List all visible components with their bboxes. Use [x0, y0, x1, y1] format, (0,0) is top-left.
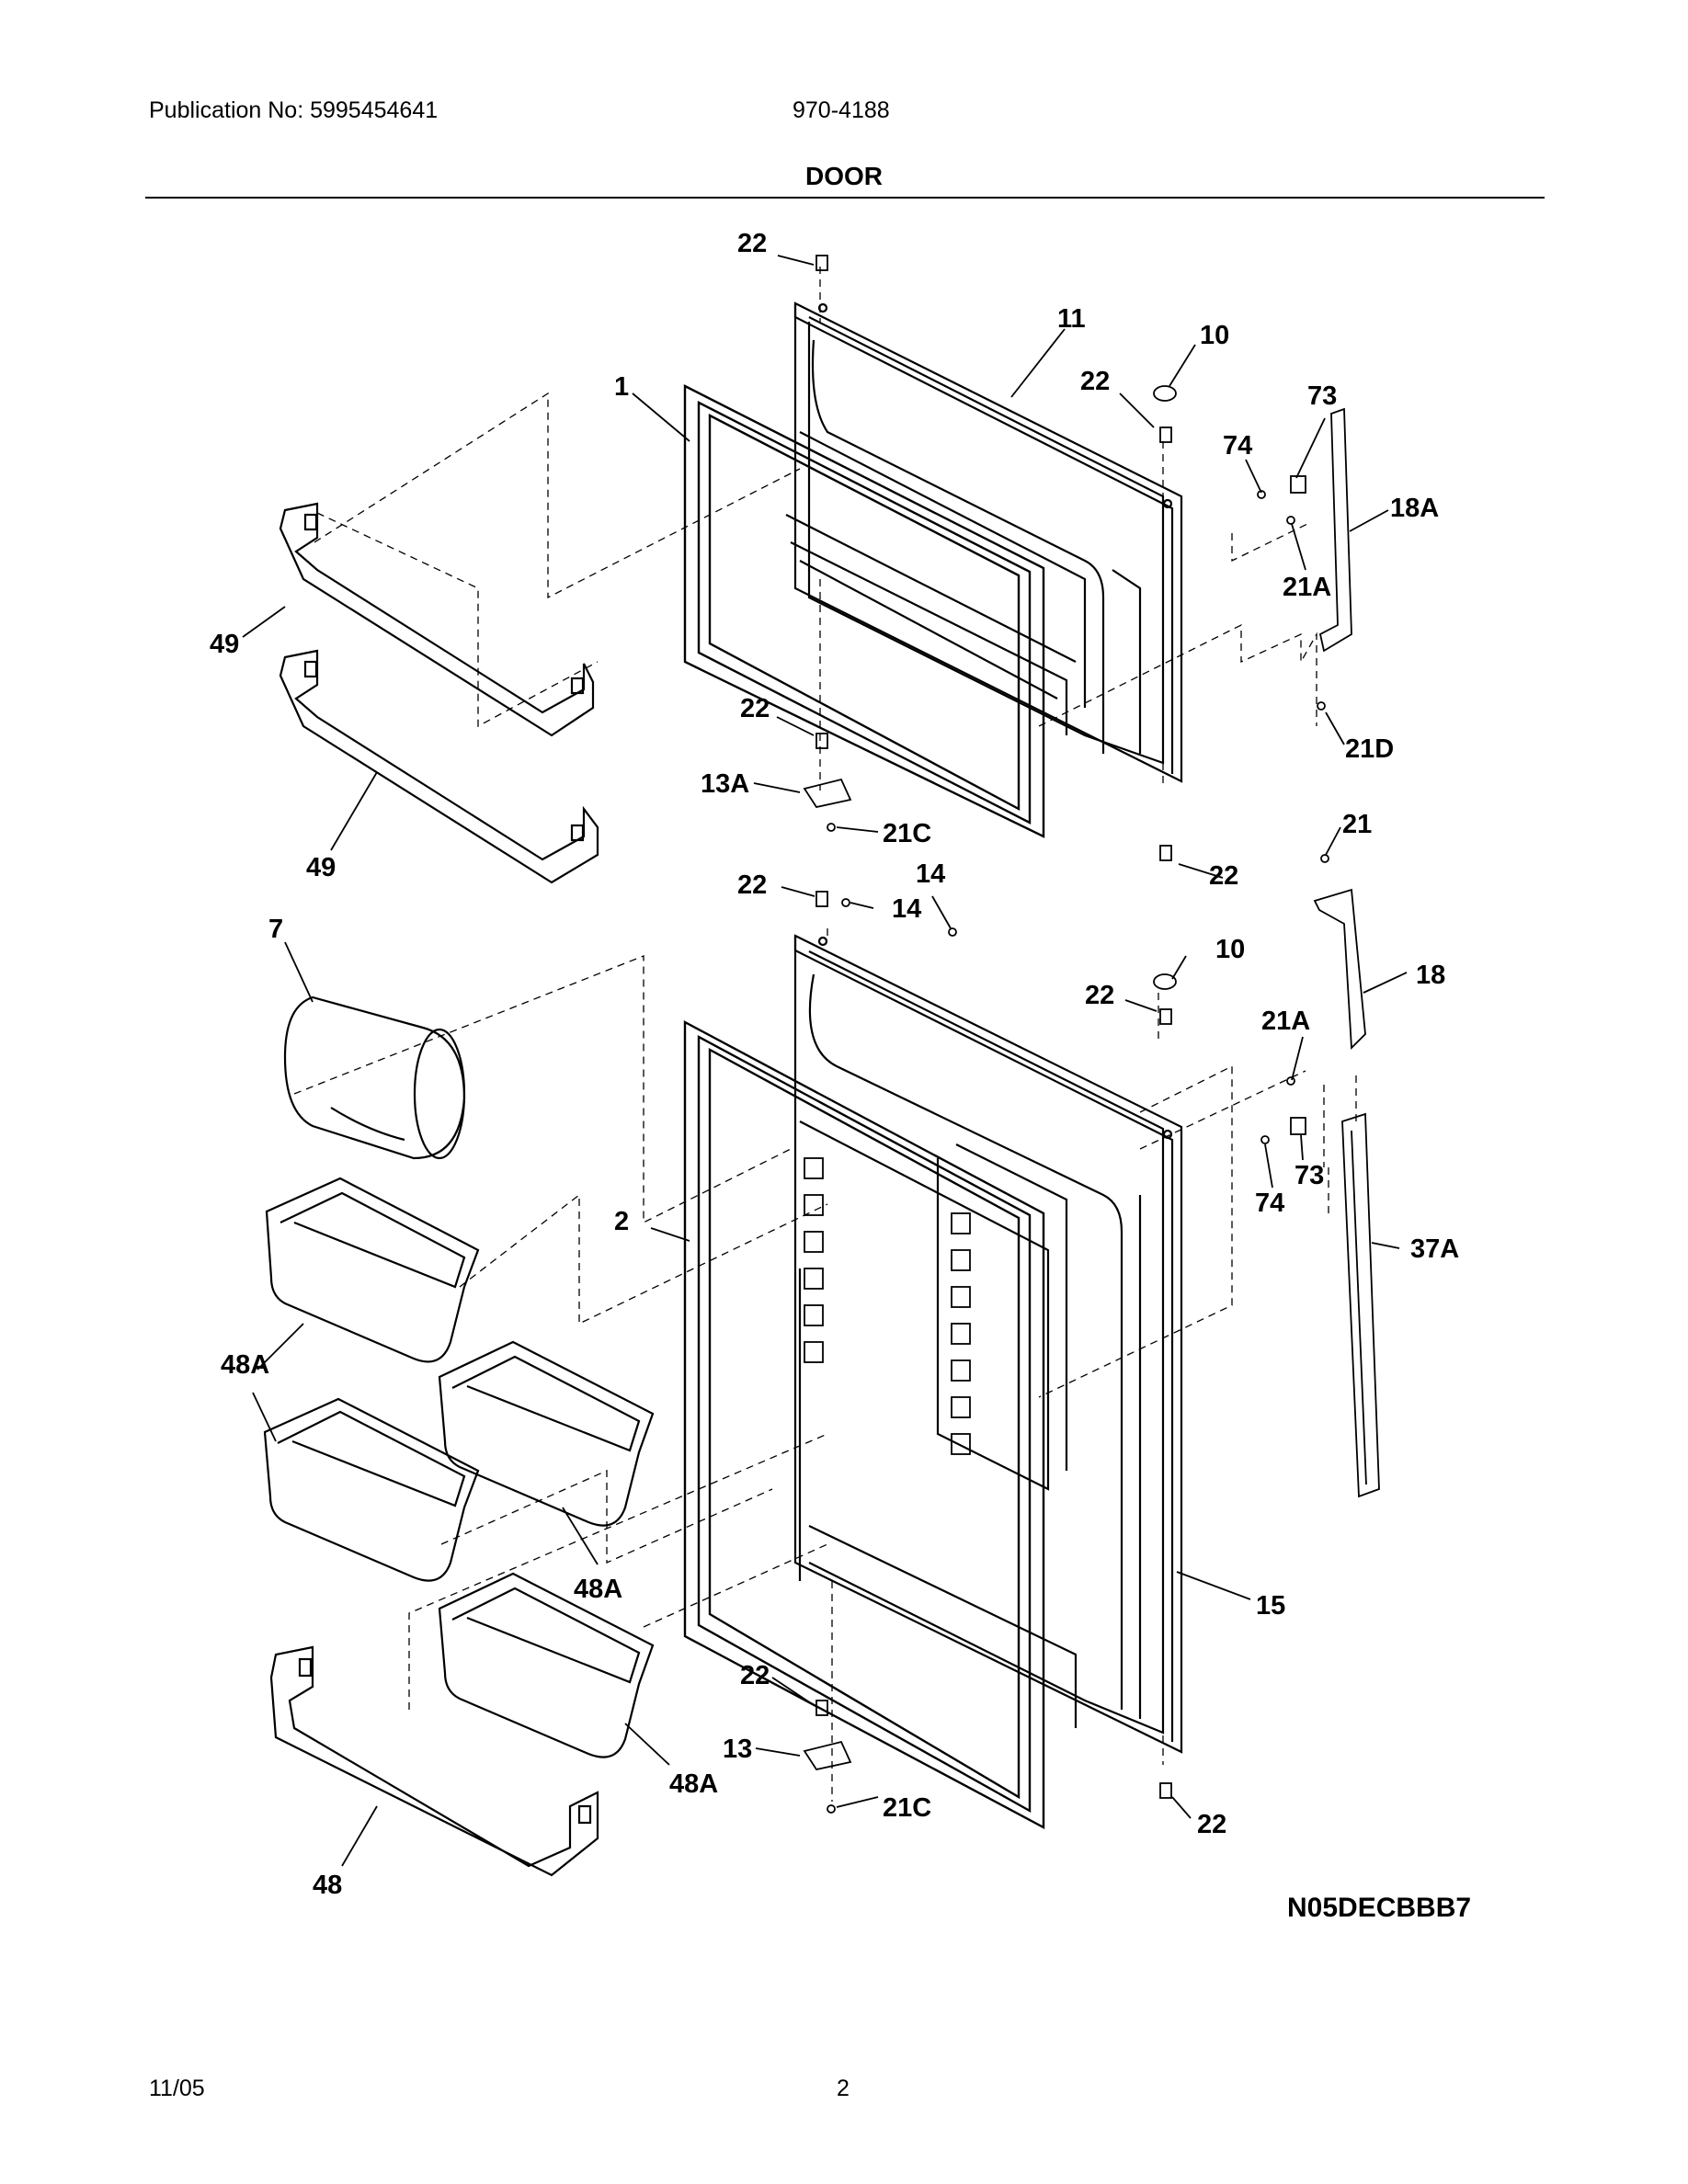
- upper-door-gasket: [683, 384, 1045, 838]
- page-number: 2: [837, 2076, 850, 2101]
- callout-14: 14: [892, 894, 921, 924]
- door-shelf-clips: [804, 1157, 971, 1455]
- callout-73: 73: [1295, 1161, 1324, 1190]
- callout-74: 74: [1223, 431, 1252, 461]
- callout-37a: 37A: [1410, 1234, 1459, 1264]
- footer-date: 11/05: [149, 2076, 205, 2101]
- callout-74: 74: [1255, 1189, 1284, 1218]
- callout-22: 22: [740, 694, 770, 723]
- hinge-hardware: [803, 255, 1380, 1814]
- callout-13: 13: [723, 1735, 752, 1764]
- publication-number: Publication No: 5995454641: [149, 97, 439, 123]
- callout-18a: 18A: [1390, 494, 1439, 523]
- door-bin-middle-left: [263, 1397, 480, 1582]
- callout-21: 21: [1342, 810, 1372, 839]
- model-number: 970-4188: [793, 97, 890, 123]
- lower-door-gasket: [683, 1020, 1045, 1829]
- door-bin-bottom: [438, 1572, 655, 1758]
- callout-11: 11: [1057, 304, 1086, 334]
- callout-13a: 13A: [701, 769, 749, 799]
- callout-22: 22: [737, 870, 767, 900]
- callout-49: 49: [210, 630, 239, 659]
- callout-22: 22: [1085, 981, 1114, 1010]
- callout-22: 22: [1209, 861, 1238, 891]
- assembly-guide-lines: [293, 267, 1357, 1802]
- freezer-door: [785, 301, 1183, 783]
- callout-labels: 22 11 10 1 22 73 74 18A 21A 49 22 21D 13…: [210, 229, 1459, 1900]
- callout-10: 10: [1215, 935, 1245, 964]
- callout-14: 14: [916, 859, 945, 889]
- leader-lines: [242, 255, 1408, 1867]
- callout-22: 22: [1197, 1810, 1226, 1839]
- door-bin-top-left: [265, 1177, 480, 1363]
- callout-21c: 21C: [883, 1793, 931, 1823]
- fresh-food-door: [793, 934, 1183, 1754]
- callout-18: 18: [1416, 961, 1445, 990]
- callout-21c: 21C: [883, 819, 931, 848]
- diagram-code: N05DECBBB7: [1287, 1893, 1471, 1923]
- page-title: DOOR: [805, 162, 883, 190]
- callout-15: 15: [1256, 1591, 1285, 1621]
- callout-7: 7: [268, 915, 283, 944]
- callout-49: 49: [306, 853, 336, 882]
- callout-2: 2: [614, 1207, 629, 1236]
- callout-73: 73: [1307, 381, 1337, 411]
- callout-22: 22: [1080, 367, 1110, 396]
- lower-door-rack: [279, 649, 599, 884]
- callout-21a: 21A: [1283, 573, 1331, 602]
- door-bin-middle-right: [438, 1340, 655, 1527]
- callout-10: 10: [1200, 321, 1229, 350]
- callout-48a: 48A: [574, 1575, 622, 1604]
- callout-22: 22: [740, 1661, 770, 1690]
- dairy-compartment-door: [283, 995, 466, 1160]
- callout-48a: 48A: [221, 1350, 269, 1380]
- callout-48: 48: [313, 1871, 342, 1900]
- callout-48a: 48A: [669, 1769, 718, 1799]
- callout-21d: 21D: [1345, 734, 1394, 764]
- upper-door-rack: [279, 502, 595, 737]
- callout-21a: 21A: [1261, 1007, 1310, 1036]
- callout-22: 22: [737, 229, 767, 258]
- callout-1: 1: [614, 372, 629, 402]
- bottom-door-rack: [269, 1645, 599, 1877]
- title-divider: [145, 197, 1545, 199]
